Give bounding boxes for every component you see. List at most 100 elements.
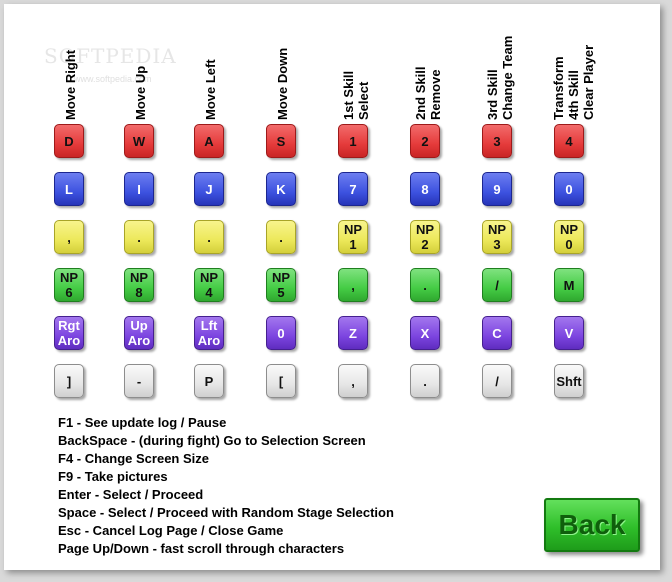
key-button: 4 <box>554 124 584 158</box>
column-header: Move Left <box>202 0 218 120</box>
help-line: Enter - Select / Proceed <box>58 487 204 502</box>
key-button: 0 <box>266 316 296 350</box>
key-button: P <box>194 364 224 398</box>
key-label-line: Aro <box>57 333 81 348</box>
key-label: - <box>137 374 141 389</box>
key-button: . <box>124 220 154 254</box>
key-button: 0 <box>554 172 584 206</box>
key-label-line: I <box>137 181 141 197</box>
key-label-line: J <box>205 181 213 197</box>
key-button: / <box>482 364 512 398</box>
key-label: , <box>351 374 355 389</box>
key-button: [ <box>266 364 296 398</box>
key-label-line: , <box>351 373 355 389</box>
key-label: 0 <box>277 326 284 341</box>
key-button: A <box>194 124 224 158</box>
help-line: Esc - Cancel Log Page / Close Game <box>58 523 284 538</box>
key-button: - <box>124 364 154 398</box>
key-label-line: K <box>276 181 286 197</box>
key-label-line: Aro <box>197 333 221 348</box>
key-label-line: 9 <box>493 181 501 197</box>
column-header-line: 3rd Skill <box>485 69 500 120</box>
column-header-line: Move Up <box>133 65 148 120</box>
key-button: L <box>54 172 84 206</box>
key-button: S <box>266 124 296 158</box>
key-label-line: Lft <box>200 318 218 333</box>
key-button: K <box>266 172 296 206</box>
help-line: F4 - Change Screen Size <box>58 451 209 466</box>
help-line: Space - Select / Proceed with Random Sta… <box>58 505 394 520</box>
key-button: 8 <box>410 172 440 206</box>
key-label: . <box>207 230 211 245</box>
key-button: X <box>410 316 440 350</box>
help-line: F9 - Take pictures <box>58 469 168 484</box>
key-button: , <box>338 268 368 302</box>
column-header-line: Clear Player <box>581 44 596 120</box>
key-label: 7 <box>349 182 356 197</box>
key-label: V <box>565 326 574 341</box>
key-label-line: 4 <box>565 133 573 149</box>
help-line: Page Up/Down - fast scroll through chara… <box>58 541 345 556</box>
key-label-line: Up <box>130 318 148 333</box>
key-button: M <box>554 268 584 302</box>
key-label-line: , <box>351 277 355 293</box>
key-button: J <box>194 172 224 206</box>
key-button: ] <box>54 364 84 398</box>
column-header-line: Move Right <box>63 49 78 120</box>
key-label-line: P <box>204 373 214 389</box>
key-label: , <box>351 278 355 293</box>
key-label-line: . <box>207 229 211 245</box>
key-label-line: 8 <box>421 181 429 197</box>
key-label-line: NP <box>559 222 579 237</box>
key-label-line: Aro <box>127 333 151 348</box>
key-button: , <box>54 220 84 254</box>
key-label-line: 6 <box>65 285 73 300</box>
key-label-line: Z <box>349 325 357 341</box>
key-label-line: NP <box>59 270 79 285</box>
key-label-line: . <box>137 229 141 245</box>
key-label: . <box>423 374 427 389</box>
key-button: Shft <box>554 364 584 398</box>
key-label: 3 <box>493 134 500 149</box>
key-label-line: NP <box>415 222 435 237</box>
key-label-line: 4 <box>205 285 213 300</box>
key-label: L <box>65 182 73 197</box>
watermark-url: www.softpedia.com <box>74 74 152 84</box>
key-label-line: S <box>276 133 286 149</box>
key-button: . <box>410 364 440 398</box>
column-header-line: Transform <box>551 56 566 120</box>
key-label: C <box>492 326 501 341</box>
key-label-line: D <box>64 133 74 149</box>
key-label-line: 2 <box>421 237 429 252</box>
key-label-line: NP <box>487 222 507 237</box>
key-label-line: NP <box>271 270 291 285</box>
key-button: W <box>124 124 154 158</box>
key-label: / <box>495 278 499 293</box>
key-label: 1 <box>349 134 356 149</box>
column-header-line: 1st Skill <box>341 70 356 120</box>
key-button: , <box>338 364 368 398</box>
key-label-line: NP <box>199 270 219 285</box>
back-button[interactable]: Back <box>544 498 640 552</box>
column-header-line: 2nd Skill <box>413 66 428 120</box>
column-header: Move Up <box>132 0 148 120</box>
help-line: F1 - See update log / Pause <box>58 415 227 430</box>
key-label-line: 2 <box>421 133 429 149</box>
